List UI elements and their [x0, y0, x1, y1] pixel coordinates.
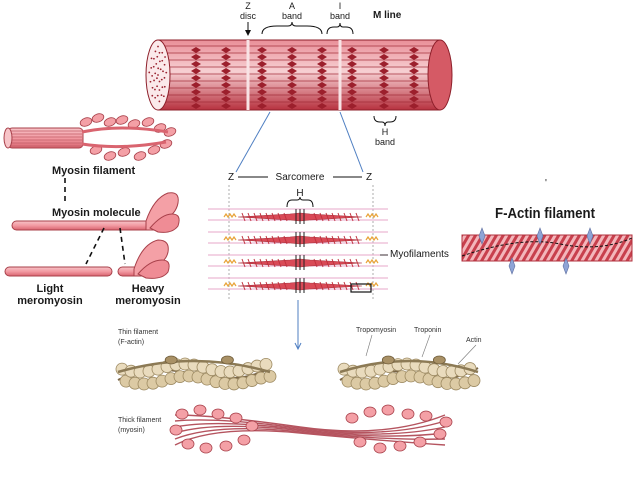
svg-text:H: H	[382, 127, 389, 137]
thin-filament-label: Thin filament (F-actin)	[118, 329, 158, 346]
m-line-label: M line	[373, 10, 402, 21]
svg-text:(myosin): (myosin)	[118, 427, 145, 434]
svg-text:disc: disc	[240, 11, 257, 21]
svg-text:meromyosin: meromyosin	[17, 295, 83, 307]
thick-filament	[169, 404, 453, 454]
svg-text:Sarcomere: Sarcomere	[276, 172, 325, 183]
myofilament-rows	[208, 208, 388, 293]
light-meromyosin	[4, 266, 113, 277]
troponin-label: Troponin	[414, 327, 441, 358]
svg-text:Light: Light	[37, 283, 64, 295]
svg-text:Z: Z	[366, 172, 372, 183]
zoom-box	[350, 283, 372, 293]
svg-text:Troponin: Troponin	[414, 327, 441, 334]
myosin-molecule	[11, 192, 180, 233]
svg-text:I: I	[339, 1, 342, 11]
myosin-molecule-label: Myosin molecule	[52, 207, 141, 219]
svg-text:band: band	[330, 11, 350, 21]
factin-filament	[461, 227, 633, 275]
myosin-filament-bundle	[3, 113, 177, 161]
svg-text:H: H	[296, 188, 303, 199]
thin-filament-left	[115, 355, 277, 391]
svg-text:Heavy: Heavy	[132, 283, 165, 295]
actin-label: Actin	[457, 337, 482, 365]
svg-text:Z: Z	[228, 172, 234, 183]
svg-text:Tropomyosin: Tropomyosin	[356, 327, 396, 334]
down-arrow-icon	[294, 300, 302, 351]
thick-filament-label: Thick filament (myosin)	[118, 417, 161, 434]
svg-text:(F-actin): (F-actin)	[118, 339, 144, 346]
a-band-label: A band	[261, 1, 323, 35]
tropomyosin-label: Tropomyosin	[356, 327, 396, 357]
heavy-meromyosin	[117, 239, 170, 279]
zoom-lines	[235, 111, 364, 173]
svg-text:Thin filament: Thin filament	[118, 329, 158, 336]
myosin-filament-label: Myosin filament	[52, 165, 135, 177]
h-zone-label: H	[286, 188, 314, 208]
thin-filament-right	[337, 355, 481, 391]
svg-text:A: A	[289, 1, 295, 11]
svg-text:Z: Z	[245, 1, 251, 11]
factin-title: F-Actin filament	[495, 205, 595, 222]
myofilaments-label: Myofilaments	[390, 249, 449, 260]
svg-text:Thick filament: Thick filament	[118, 417, 161, 424]
light-meromyosin-label: Light meromyosin	[17, 283, 83, 307]
factin-tick-mark: '	[545, 178, 547, 189]
svg-text:band: band	[375, 137, 395, 147]
svg-text:band: band	[282, 11, 302, 21]
z-disc-label: Z disc	[240, 1, 257, 36]
myofibril-cylinder	[145, 39, 453, 111]
svg-text:Actin: Actin	[466, 337, 482, 344]
heavy-meromyosin-label: Heavy meromyosin	[115, 283, 181, 307]
h-band-label: H band	[373, 115, 397, 147]
i-band-label: I band	[326, 1, 354, 35]
svg-text:meromyosin: meromyosin	[115, 295, 181, 307]
meromyosin-connectors	[85, 227, 126, 265]
